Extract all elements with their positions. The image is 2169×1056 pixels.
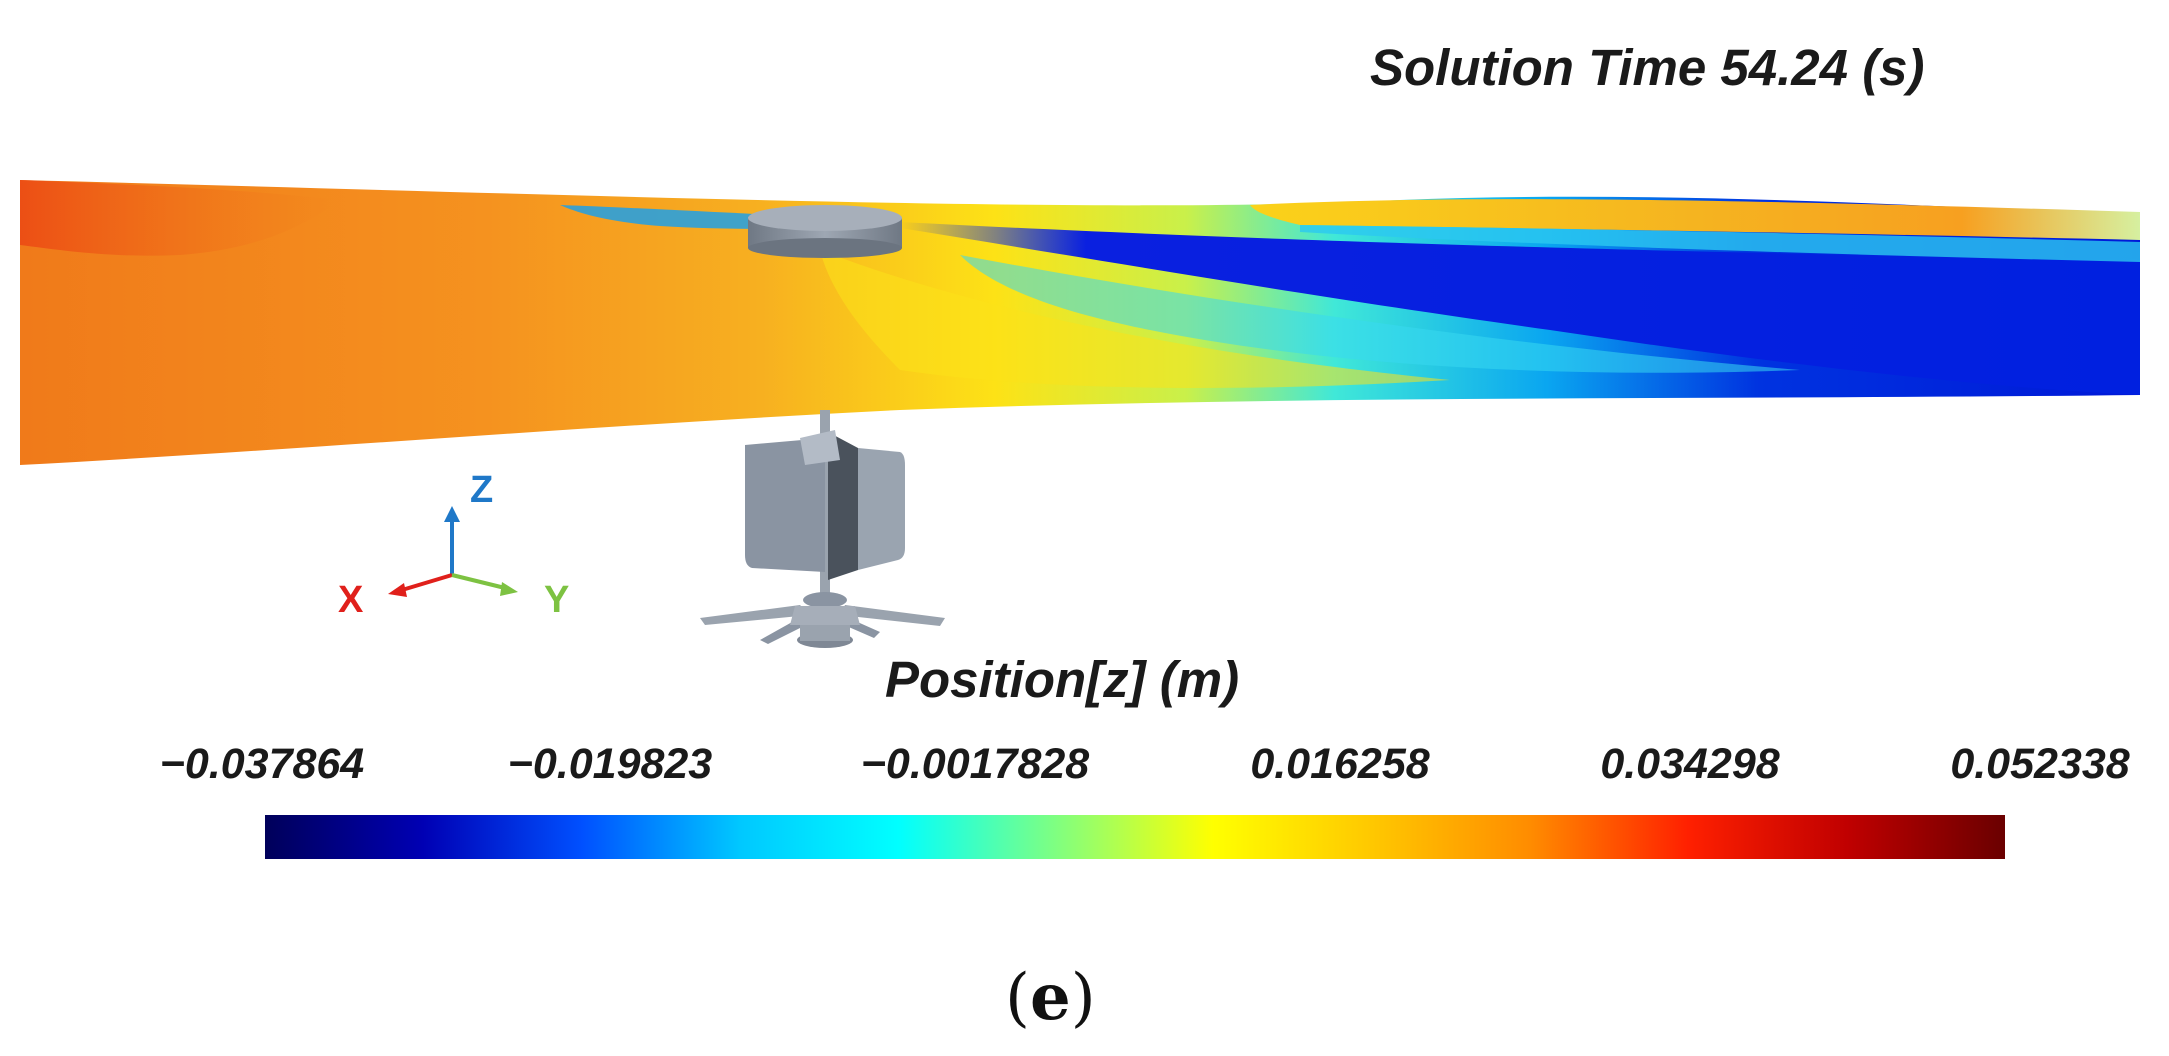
x-axis-arrow-icon (388, 583, 407, 597)
solution-time-unit: (s) (1862, 39, 1925, 96)
subfigure-close-paren: ) (1070, 961, 1096, 1035)
free-surface (20, 180, 2140, 465)
z-axis-arrow-icon (444, 506, 460, 522)
legend-tick: 0.052338 (1950, 740, 2130, 788)
turbine-device (700, 205, 945, 648)
axis-triad: Z X Y (338, 469, 569, 621)
legend-title: Position[z] (m) (885, 651, 1240, 708)
subfigure-open-paren: ( (1005, 961, 1030, 1035)
solution-time-value: 54.24 (1720, 39, 1849, 96)
legend-tick: 0.016258 (1250, 740, 1430, 788)
y-axis-arrow-icon (500, 582, 518, 596)
legend-tick: 0.034298 (1600, 740, 1780, 788)
colorbar (265, 815, 2005, 859)
legend-tick: −0.037864 (159, 740, 365, 788)
solution-time-readout: Solution Time 54.24 (s) (1370, 38, 1925, 97)
solution-time-label: Solution Time (1370, 39, 1707, 96)
legend-tick: −0.0017828 (860, 740, 1090, 788)
z-axis-label: Z (470, 469, 493, 511)
subfigure-letter: e (1029, 960, 1071, 1035)
y-axis-label: Y (544, 579, 569, 621)
x-axis-label: X (338, 579, 364, 621)
x-axis-line (401, 573, 453, 592)
legend-tick: −0.019823 (507, 740, 713, 788)
subfigure-label: (e) (1005, 960, 1096, 1035)
y-axis-line (451, 573, 506, 590)
